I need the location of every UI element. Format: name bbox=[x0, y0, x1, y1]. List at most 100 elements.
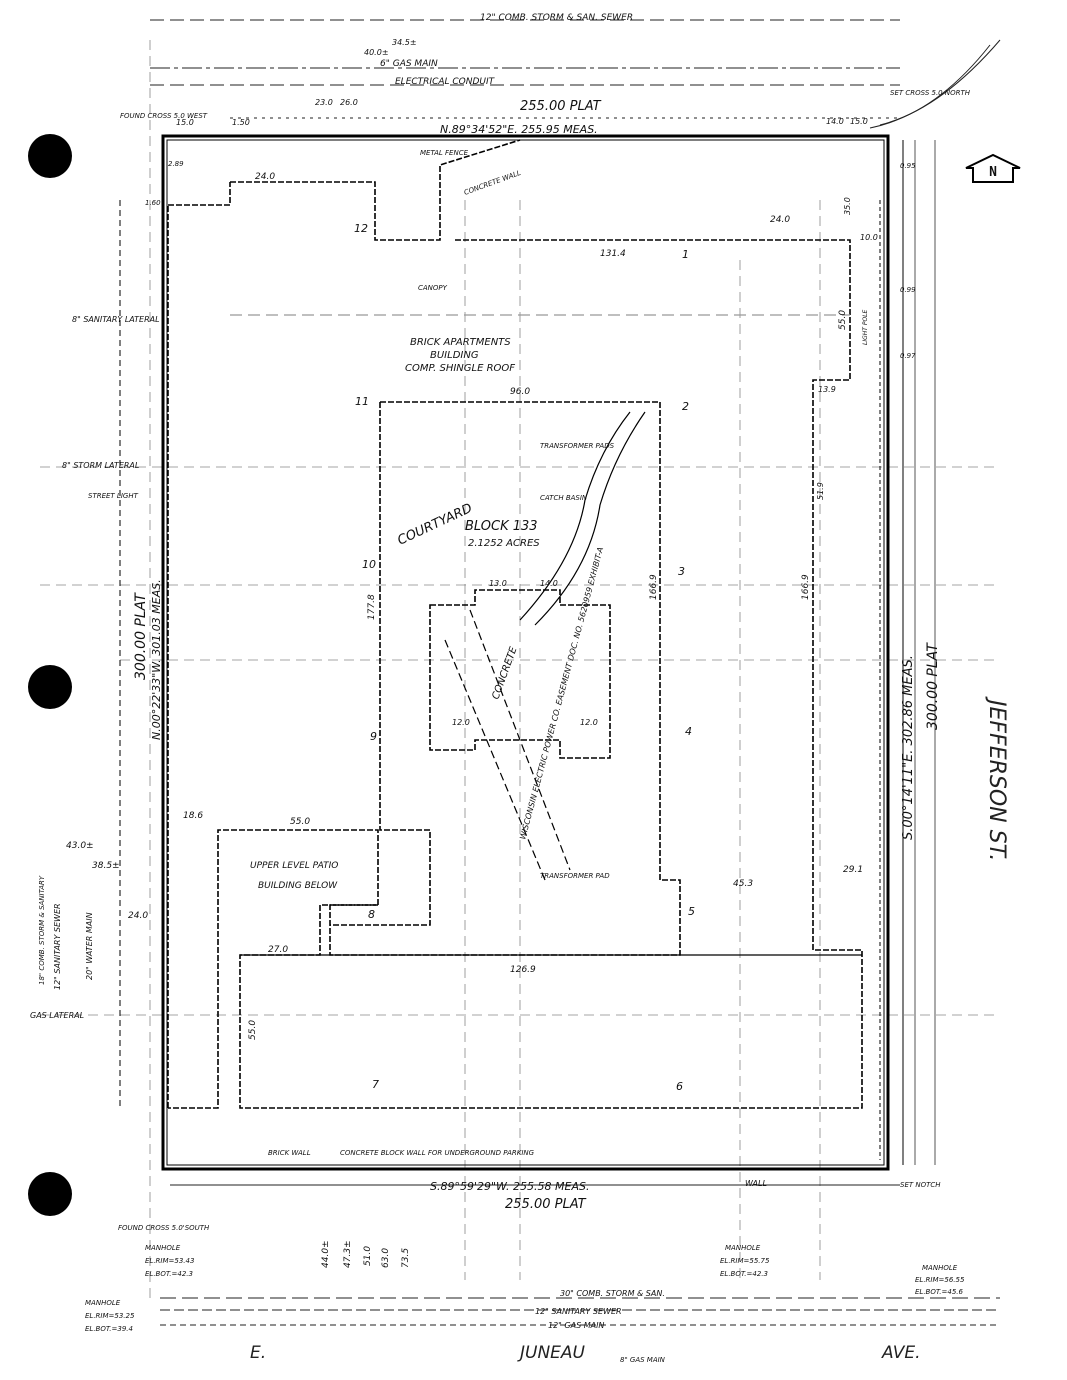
comb-sewer-label: 18" COMB. STORM & SANITARY bbox=[38, 875, 46, 985]
gas-lateral-label: GAS LATERAL bbox=[30, 1011, 84, 1020]
metal-fence-label: METAL FENCE bbox=[420, 149, 469, 157]
svg-text:13.9: 13.9 bbox=[818, 385, 836, 394]
west-meas-label: N.00°22'33"W. 301.03 MEAS. bbox=[150, 579, 163, 740]
svg-text:55.0: 55.0 bbox=[838, 310, 848, 330]
section-5: 5 bbox=[688, 905, 695, 918]
ave-label: AVE. bbox=[881, 1343, 921, 1363]
svg-text:73.5: 73.5 bbox=[401, 1248, 411, 1268]
transformer-pads-label: TRANSFORMER PADS bbox=[540, 442, 615, 450]
manhole-4: MANHOLE EL.RIM=56.55 EL.BOT.=45.6 bbox=[915, 1264, 965, 1296]
svg-text:51.0: 51.0 bbox=[363, 1246, 373, 1266]
section-9: 9 bbox=[370, 730, 377, 743]
section-11: 11 bbox=[355, 395, 369, 408]
svg-text:24.0: 24.0 bbox=[128, 911, 148, 921]
svg-text:MANHOLE: MANHOLE bbox=[85, 1299, 121, 1307]
svg-text:2.89: 2.89 bbox=[168, 160, 184, 168]
building-title-2: BUILDING bbox=[430, 350, 479, 361]
svg-text:63.0: 63.0 bbox=[381, 1248, 391, 1268]
svg-text:166.9: 166.9 bbox=[801, 574, 811, 600]
canopy-label: CANOPY bbox=[418, 284, 448, 292]
found-cross-label: FOUND CROSS 5.0 WEST bbox=[120, 112, 208, 120]
svg-text:12.0: 12.0 bbox=[580, 718, 598, 727]
jefferson-street-label: JEFFERSON ST. bbox=[984, 696, 1009, 861]
west-dimensions: 43.0± 38.5± 24.0 1.60 2.89 bbox=[66, 160, 184, 921]
bottom-sewer-label: 30" COMB. STORM & SAN. bbox=[560, 1289, 665, 1298]
svg-text:27.0: 27.0 bbox=[268, 945, 288, 955]
bottom-sanitary-label: 12" SANITARY SEWER bbox=[535, 1307, 622, 1316]
svg-text:166.9: 166.9 bbox=[649, 574, 659, 600]
building-title-1: BRICK APARTMENTS bbox=[410, 337, 511, 348]
svg-text:14.0: 14.0 bbox=[826, 117, 844, 126]
building-dimensions: 96.0 131.4 177.8 166.9 166.9 126.9 55.0 … bbox=[183, 162, 916, 1040]
svg-text:24.0: 24.0 bbox=[255, 172, 275, 182]
svg-text:55.0: 55.0 bbox=[248, 1020, 258, 1040]
top-utility-lines bbox=[150, 19, 1001, 129]
svg-text:29.1: 29.1 bbox=[843, 865, 863, 875]
svg-text:45.3: 45.3 bbox=[733, 879, 753, 889]
courtyard-label: COURTYARD bbox=[395, 501, 474, 549]
svg-text:24.0: 24.0 bbox=[770, 215, 790, 225]
manhole-3: MANHOLE EL.RIM=55.75 EL.BOT.=42.3 bbox=[720, 1244, 770, 1278]
svg-text:43.0±: 43.0± bbox=[66, 841, 94, 851]
top-storm-sewer-label: 12" COMB. STORM & SAN. SEWER bbox=[480, 13, 633, 23]
svg-text:15.0: 15.0 bbox=[176, 118, 194, 127]
section-3: 3 bbox=[678, 565, 685, 578]
section-1: 1 bbox=[682, 248, 689, 261]
svg-text:0.95: 0.95 bbox=[900, 162, 916, 170]
bottom-gas-label: 12" GAS MAIN bbox=[548, 1321, 604, 1330]
svg-text:0.97: 0.97 bbox=[900, 352, 916, 360]
svg-text:15.0: 15.0 bbox=[850, 117, 868, 126]
svg-text:23.0: 23.0 bbox=[315, 98, 333, 107]
svg-text:EL.BOT.=45.6: EL.BOT.=45.6 bbox=[915, 1288, 964, 1296]
light-pole-label: LIGHT POLE bbox=[862, 309, 869, 345]
svg-text:1.60: 1.60 bbox=[145, 199, 161, 207]
sanitary-sewer-label: 12" SANITARY SEWER bbox=[53, 903, 62, 990]
reference-lines bbox=[40, 40, 1000, 1300]
section-6: 6 bbox=[676, 1080, 683, 1093]
svg-text:EL.BOT.=42.3: EL.BOT.=42.3 bbox=[145, 1270, 193, 1278]
section-10: 10 bbox=[362, 558, 376, 571]
top-electrical-label: ELECTRICAL CONDUIT bbox=[395, 77, 496, 87]
svg-text:40.0±: 40.0± bbox=[364, 48, 389, 57]
top-dimensions: 15.0 1.50 23.0 26.0 40.0± 34.5± 14.0 15.… bbox=[176, 38, 868, 127]
svg-text:38.5±: 38.5± bbox=[92, 861, 120, 871]
manhole-2: MANHOLE EL.RIM=53.25 EL.BOT.=39.4 bbox=[85, 1299, 135, 1333]
brick-wall-label: BRICK WALL bbox=[268, 1149, 311, 1157]
section-7: 7 bbox=[372, 1078, 379, 1091]
upper-patio-label: UPPER LEVEL PATIO bbox=[250, 861, 338, 871]
building-below-label: BUILDING BELOW bbox=[258, 881, 338, 891]
courtyard-outline bbox=[329, 401, 681, 956]
top-gas-main-label: 6" GAS MAIN bbox=[380, 59, 438, 69]
juneau-label: JUNEAU bbox=[517, 1343, 586, 1363]
found-cross-south-label: FOUND CROSS 5.0'SOUTH bbox=[118, 1224, 210, 1232]
acres-label: 2.1252 ACRES bbox=[468, 538, 540, 549]
svg-text:47.3±: 47.3± bbox=[343, 1240, 353, 1268]
section-numbers: 1 2 3 4 5 6 7 8 9 10 11 12 bbox=[354, 222, 695, 1093]
east-plat-label: 300.00 PLAT bbox=[925, 642, 941, 730]
bottom-plat-label: 255.00 PLAT bbox=[505, 1197, 587, 1212]
concrete-label: CONCRETE bbox=[490, 645, 519, 701]
svg-text:10.0: 10.0 bbox=[860, 233, 878, 242]
property-boundary bbox=[161, 134, 890, 1171]
set-cross-label: SET CROSS 5.0 NORTH bbox=[890, 89, 971, 97]
sanitary-lateral-label: 8" SANITARY LATERAL bbox=[72, 315, 160, 324]
concrete-block-wall-label: CONCRETE BLOCK WALL FOR UNDERGROUND PARK… bbox=[340, 1149, 535, 1157]
binder-hole-middle bbox=[28, 665, 72, 709]
water-main-label: 20" WATER MAIN bbox=[85, 912, 94, 980]
svg-text:0.99: 0.99 bbox=[900, 286, 916, 294]
binder-hole-top bbox=[28, 134, 72, 178]
manhole-1: MANHOLE EL.RIM=53.43 EL.BOT.=42.3 bbox=[145, 1244, 194, 1278]
svg-text:MANHOLE: MANHOLE bbox=[145, 1244, 181, 1252]
street-light-label: STREET LIGHT bbox=[88, 492, 139, 500]
concrete-wall-label: CONCRETE WALL bbox=[463, 169, 522, 197]
transformer-pad-label: TRANSFORMER PAD bbox=[540, 872, 610, 880]
svg-text:177.8: 177.8 bbox=[367, 594, 377, 620]
building-outline bbox=[167, 139, 863, 1109]
street-e-label: E. bbox=[250, 1343, 266, 1363]
svg-text:126.9: 126.9 bbox=[510, 965, 536, 975]
svg-text:EL.RIM=56.55: EL.RIM=56.55 bbox=[915, 1276, 965, 1284]
svg-text:26.0: 26.0 bbox=[340, 98, 358, 107]
svg-text:EL.RIM=53.25: EL.RIM=53.25 bbox=[85, 1312, 135, 1320]
svg-text:12.0: 12.0 bbox=[452, 718, 470, 727]
